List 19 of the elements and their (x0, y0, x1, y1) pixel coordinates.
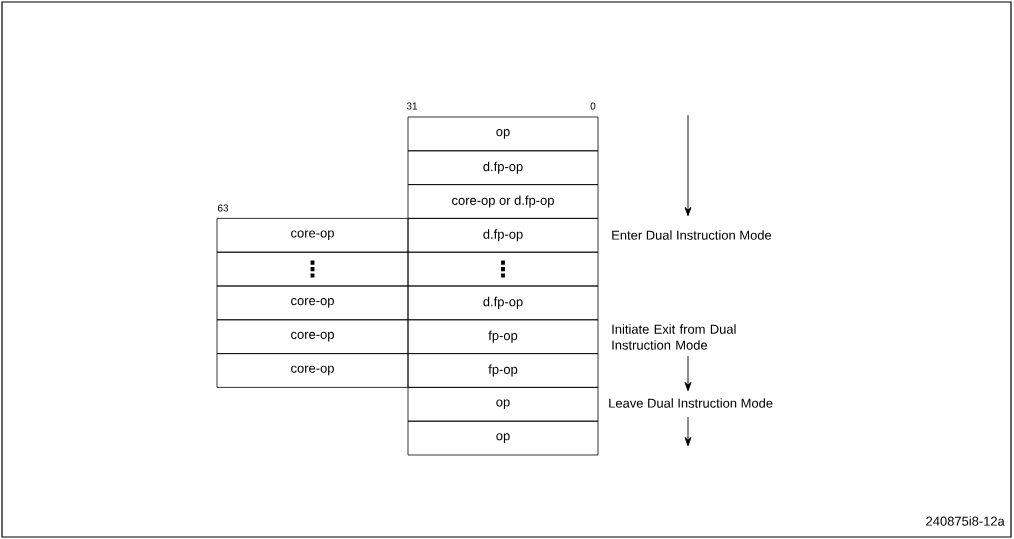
table-cell: d.fp-op (407, 218, 599, 253)
table-cell: core-op or d.fp-op (407, 184, 599, 219)
table-cell: d.fp-op (407, 150, 599, 185)
table-cell: op (407, 387, 599, 422)
table-cell: core-op (216, 285, 409, 321)
table-cell: core-op (216, 353, 409, 388)
annotation: Leave Dual Instruction Mode (609, 398, 773, 408)
table-cell: op (407, 420, 599, 456)
table-cell: d.fp-op (407, 285, 599, 321)
table-cell: fp-op (407, 319, 599, 354)
table-cell: ⋮ (407, 251, 599, 287)
table-cell: core-op (216, 319, 409, 354)
annotation: Enter Dual Instruction Mode (612, 230, 772, 240)
annotation: Initiate Exit from Dual Instruction Mode (612, 324, 736, 350)
table-cell: ⋮ (216, 251, 409, 287)
figure-number: 240875i8-12a (926, 516, 1005, 526)
table-cell: fp-op (407, 353, 599, 388)
table-cell: op (407, 116, 599, 152)
table-cell: core-op (216, 218, 409, 253)
